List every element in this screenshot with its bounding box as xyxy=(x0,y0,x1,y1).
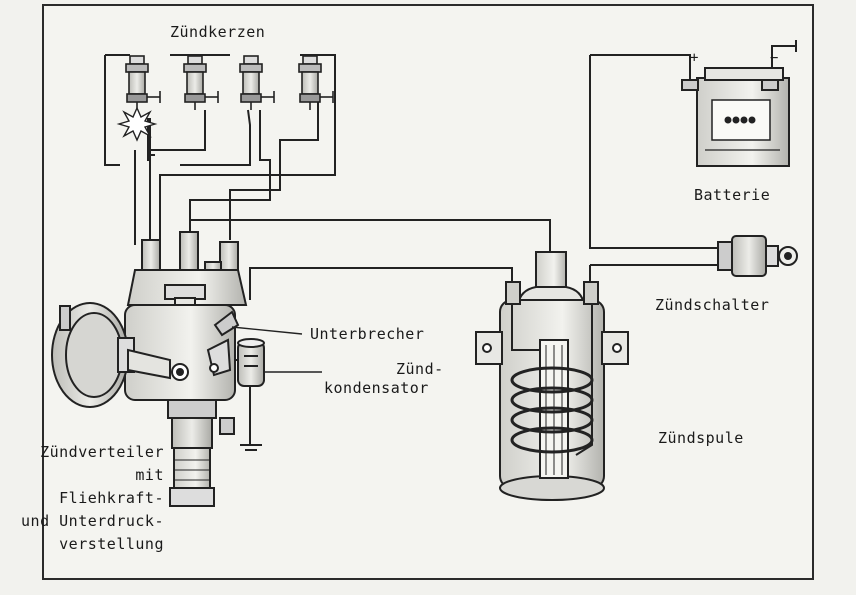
label-distributor-4: und Unterdruck- xyxy=(21,512,164,530)
label-distributor-3: Fliehkraft- xyxy=(59,489,164,507)
label-spark-plugs: Zündkerzen xyxy=(170,23,266,41)
label-ignition-switch: Zündschalter xyxy=(655,296,770,314)
spark-plug-3 xyxy=(239,55,275,110)
spark-plug-4 xyxy=(298,55,334,110)
ignition-coil xyxy=(475,251,629,501)
label-distributor-1: Zündverteiler xyxy=(40,443,164,461)
label-distributor-5: verstellung xyxy=(59,535,164,553)
ignition-switch xyxy=(717,235,798,277)
leader-lines xyxy=(231,326,322,373)
label-coil: Zündspule xyxy=(658,429,744,447)
label-distributor-2: mit xyxy=(135,466,164,484)
label-breaker: Unterbrecher xyxy=(310,325,425,343)
label-capacitor-2: kondensator xyxy=(324,379,429,397)
distributor xyxy=(51,231,248,507)
spark-icon xyxy=(116,106,158,142)
capacitor xyxy=(237,338,265,387)
battery xyxy=(681,67,790,167)
label-battery: Batterie xyxy=(694,186,771,204)
spark-plug-1 xyxy=(125,55,161,108)
battery-minus-sign: − xyxy=(770,50,779,66)
label-capacitor-1: Zünd- xyxy=(396,360,444,378)
spark-plug-2 xyxy=(183,55,219,110)
battery-plus-sign: + xyxy=(690,50,699,66)
